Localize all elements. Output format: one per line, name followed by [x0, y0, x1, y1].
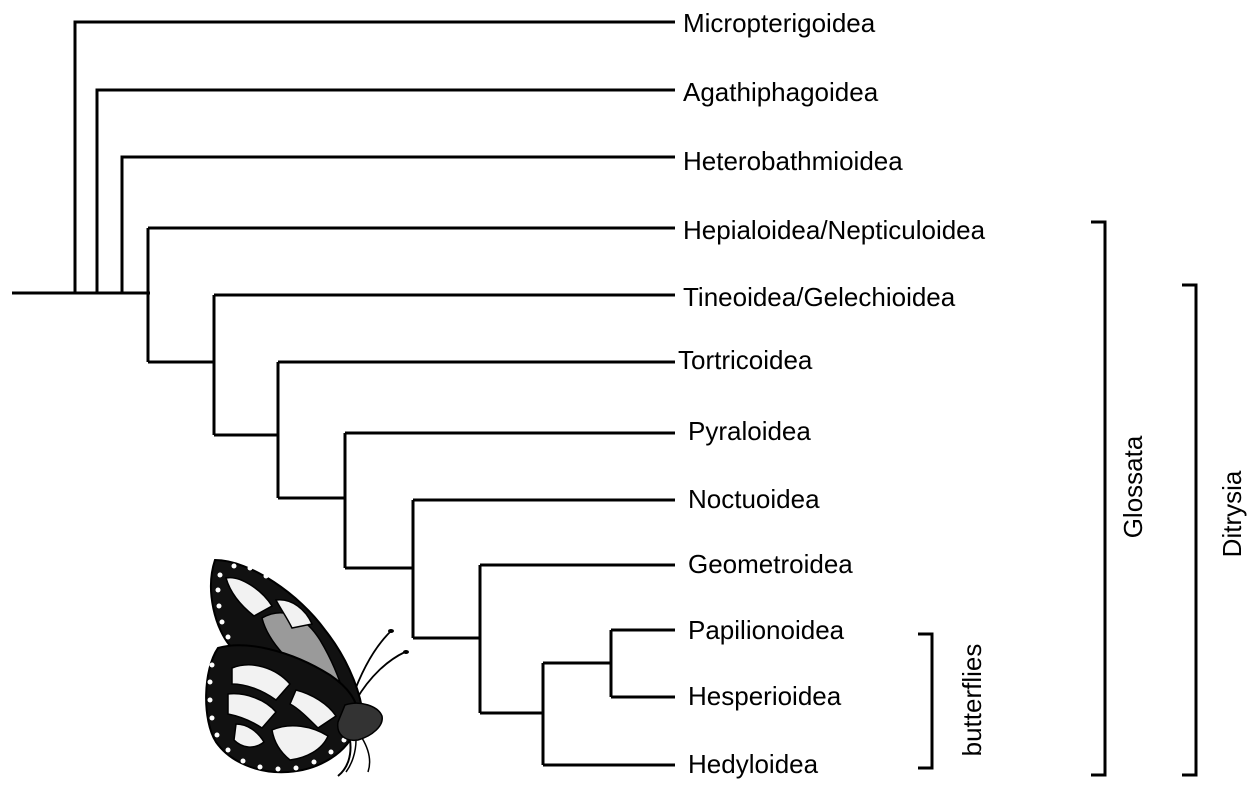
taxon-label-heterobathmioidea: Heterobathmioidea: [683, 146, 903, 176]
taxon-label-agathiphagoidea: Agathiphagoidea: [683, 77, 879, 107]
taxon-label-noctuoidea: Noctuoidea: [688, 484, 820, 514]
monarch-butterfly-illustration: [206, 560, 409, 776]
taxon-label-tineoidea-gelechioidea: Tineoidea/Gelechioidea: [683, 282, 956, 312]
taxon-label-micropterigoidea: Micropterigoidea: [683, 8, 876, 38]
branch-agathiphagoidea: [97, 90, 675, 293]
branch-heterobathmioidea: [122, 157, 675, 293]
taxon-label-hedyloidea: Hedyloidea: [688, 749, 819, 779]
ditrysia-bracket: [1182, 285, 1196, 775]
butterflies-label: butterflies: [957, 644, 987, 757]
butterfly-body: [338, 703, 382, 740]
taxon-label-hepialoidea-nepticuloidea: Hepialoidea/Nepticuloidea: [683, 215, 986, 245]
glossata-label: Glossata: [1118, 435, 1148, 538]
taxon-labels: Micropterigoidea Agathiphagoidea Heterob…: [678, 8, 986, 779]
butterflies-bracket: [918, 634, 932, 768]
ditrysia-label: Ditrysia: [1217, 470, 1247, 557]
tree-branches: [12, 22, 675, 765]
taxon-label-papilionoidea: Papilionoidea: [688, 615, 845, 645]
taxon-label-pyraloidea: Pyraloidea: [688, 416, 811, 446]
glossata-bracket: [1091, 222, 1105, 775]
taxon-label-geometroidea: Geometroidea: [688, 549, 853, 579]
taxon-label-hesperioidea: Hesperioidea: [688, 681, 842, 711]
taxon-label-tortricoidea: Tortricoidea: [678, 345, 813, 375]
group-brackets: butterflies Glossata Ditrysia: [918, 222, 1247, 775]
